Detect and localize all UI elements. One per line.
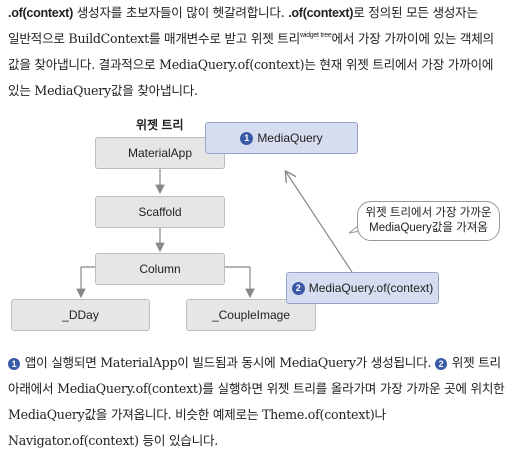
- intro-code-1: .of(context): [8, 6, 73, 20]
- node-coupleimage-label: _CoupleImage: [211, 308, 291, 322]
- node-scaffold-label: Scaffold: [138, 205, 182, 219]
- node-materialapp-label: MaterialApp: [127, 146, 193, 160]
- marker-two-icon: 2: [291, 281, 305, 295]
- intro-code-2: .of(context): [288, 6, 354, 20]
- node-mediaquery-label: MediaQuery: [257, 131, 323, 145]
- explanation-text-1: 앱이 실행되면 MaterialApp이 빌드됨과 동시에 MediaQuery…: [24, 355, 435, 370]
- node-materialapp: MaterialApp: [95, 137, 225, 169]
- node-mediaquery-of-label: MediaQuery.of(context): [308, 281, 434, 295]
- explanation-paragraph: 1 앱이 실행되면 MaterialApp이 빌드됨과 동시에 MediaQue…: [8, 350, 510, 454]
- intro-text-2: 로 정의된 모든 생성자는 일반적으로 BuildContext를 매개변수로 …: [8, 5, 478, 46]
- intro-text-3: 에서 가장 가까이에 있는 객체의 값을 찾아냅니다. 결과적으로 MediaQ…: [8, 31, 494, 98]
- node-coupleimage: _CoupleImage: [186, 299, 316, 331]
- node-column-label: Column: [139, 262, 181, 276]
- node-scaffold: Scaffold: [95, 196, 225, 228]
- node-dday: _DDay: [11, 299, 150, 331]
- marker-one-icon: 1: [8, 358, 20, 370]
- marker-one-icon: 1: [240, 131, 254, 145]
- node-column: Column: [95, 253, 225, 285]
- explanation-text-2: 위젯 트리 아래에서 MediaQuery.of(context)를 실행하면 …: [8, 355, 505, 448]
- node-dday-label: _DDay: [62, 308, 99, 322]
- intro-paragraph: .of(context) 생성자를 초보자들이 많이 헷갈려합니다. .of(c…: [8, 0, 510, 104]
- explanation-bubble: 위젯 트리에서 가장 가까운 MediaQuery값을 가져옴: [357, 201, 500, 241]
- bubble-line-1: 위젯 트리에서 가장 가까운: [365, 207, 492, 219]
- diagram-title: 위젯 트리: [136, 118, 184, 132]
- bubble-line-2: MediaQuery값을 가져옴: [369, 222, 488, 234]
- intro-text-1: 생성자를 초보자들이 많이 헷갈려합니다.: [72, 5, 289, 20]
- lookup-arrow: [286, 172, 353, 273]
- marker-two-icon: 2: [434, 358, 447, 370]
- intro-superscript: widget tree: [299, 32, 332, 39]
